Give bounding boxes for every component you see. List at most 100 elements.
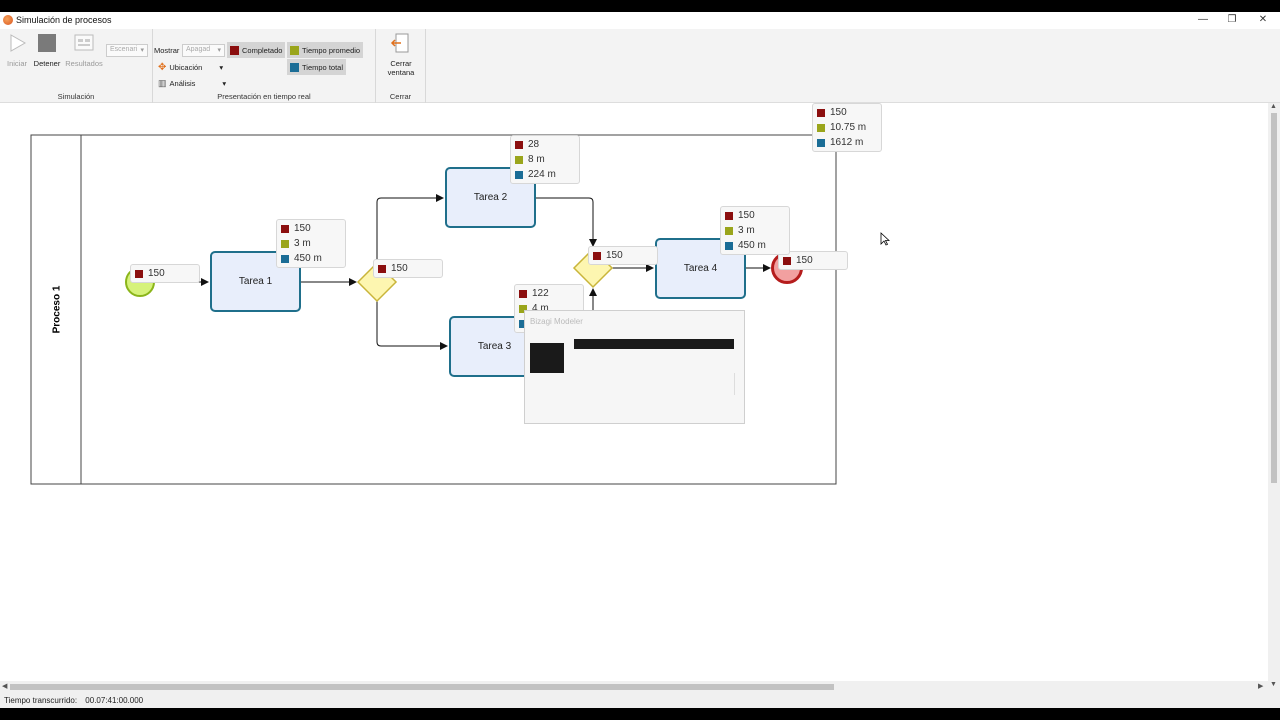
pool-label-text: Proceso 1 <box>51 285 62 333</box>
stat-process: 150 10.75 m 1612 m <box>812 103 882 152</box>
close-window-button[interactable]: ✕ <box>1258 14 1268 25</box>
window-title: Simulación de procesos <box>16 15 112 25</box>
stat-value: 150 <box>391 263 408 274</box>
restore-button[interactable]: ❐ <box>1227 14 1237 25</box>
stat-value: 150 <box>148 268 165 279</box>
stat-value: 3 m <box>294 238 311 249</box>
pool-label: Proceso 1 <box>33 135 80 483</box>
bizagi-tooltip: Bizagi Modeler <box>524 310 745 424</box>
vertical-scroll-thumb[interactable] <box>1271 113 1277 483</box>
horizontal-scroll-thumb[interactable] <box>10 684 834 690</box>
scroll-up-icon[interactable]: ▲ <box>1270 103 1277 110</box>
chevron-down-icon: ▾ <box>217 47 221 54</box>
avg-time-label: Tiempo promedio <box>302 45 361 55</box>
presentation-group-label: Presentación en tiempo real <box>217 92 311 101</box>
location-label: Ubicación <box>169 63 203 72</box>
stat-value: 10.75 m <box>830 122 867 133</box>
stop-button[interactable]: Detener <box>30 32 64 68</box>
completed-swatch <box>378 264 386 273</box>
avg-time-swatch <box>515 155 523 164</box>
completed-swatch <box>725 211 733 220</box>
completed-label: Completado <box>242 45 283 55</box>
stat-value: 150 <box>796 255 813 266</box>
stop-icon <box>38 34 56 52</box>
show-select[interactable]: Apagad ▾ <box>182 44 225 57</box>
elapsed-time-value: 00.07:41:00.000 <box>85 696 144 705</box>
stat-value: 224 m <box>528 169 556 180</box>
avg-time-swatch <box>290 45 299 55</box>
location-dropdown[interactable]: ✥ Ubicación ▾ <box>158 62 223 73</box>
stat-value: 28 <box>528 139 540 150</box>
tooltip-divider <box>734 373 735 395</box>
total-time-toggle[interactable]: Tiempo total <box>287 59 346 75</box>
vertical-scrollbar[interactable]: ▲ ▼ <box>1268 103 1280 693</box>
start-label: Iniciar <box>6 59 27 68</box>
app-logo-icon <box>3 15 13 25</box>
stat-value: 150 <box>606 250 623 261</box>
close-group: Cerrar ventana Cerrar <box>376 29 426 103</box>
minimize-button[interactable]: — <box>1198 14 1208 25</box>
completed-swatch <box>593 251 601 260</box>
stat-value: 1612 m <box>830 137 864 148</box>
stat-task-4: 150 3 m 450 m <box>720 206 790 255</box>
scenario-value: Escenari <box>110 46 138 53</box>
tooltip-redacted-bar <box>574 339 734 349</box>
show-label: Mostrar <box>154 46 180 55</box>
stat-value: 3 m <box>738 225 755 236</box>
stat-value: 8 m <box>528 154 545 165</box>
stat-task-2: 28 8 m 224 m <box>510 135 580 184</box>
stat-gateway-split: 150 <box>373 259 443 278</box>
analysis-label: Análisis <box>169 79 196 88</box>
avg-time-toggle[interactable]: Tiempo promedio <box>287 42 364 58</box>
analysis-dropdown[interactable]: ▥ Análisis ▾ <box>158 78 226 89</box>
completed-toggle[interactable]: Completado <box>227 42 286 58</box>
completed-swatch <box>135 269 143 278</box>
horizontal-scrollbar[interactable]: ◀ ▶ <box>0 681 1268 693</box>
scroll-down-icon[interactable]: ▼ <box>1270 681 1277 688</box>
caret-down-icon: ▾ <box>222 79 227 88</box>
stat-value: 150 <box>294 223 311 234</box>
avg-time-swatch <box>725 226 733 235</box>
exit-icon <box>390 33 409 53</box>
flow-t2-gw2 <box>536 197 597 247</box>
stat-value: 450 m <box>294 253 322 264</box>
flow-gw1-t2 <box>376 194 444 263</box>
completed-swatch <box>817 108 825 117</box>
results-button[interactable]: Resultados <box>65 32 103 68</box>
elapsed-time-label: Tiempo transcurrido: <box>4 696 78 705</box>
completed-swatch <box>783 256 791 265</box>
scenario-select[interactable]: Escenari▾ <box>106 44 148 57</box>
scroll-right-icon[interactable]: ▶ <box>1258 683 1264 690</box>
stat-value: 150 <box>738 210 755 221</box>
stat-value: 150 <box>830 107 847 118</box>
play-icon <box>10 34 27 52</box>
close-window-ribbon-button[interactable]: Cerrar ventana <box>383 32 419 77</box>
show-value: Apagad <box>186 46 211 53</box>
move-icon: ✥ <box>158 62 167 73</box>
completed-swatch <box>281 224 289 233</box>
pool-border <box>30 134 837 485</box>
total-time-swatch <box>817 138 825 147</box>
scroll-left-icon[interactable]: ◀ <box>2 683 8 690</box>
stat-value: 122 <box>532 288 549 299</box>
completed-swatch <box>515 140 523 149</box>
stat-start: 150 <box>130 264 200 283</box>
simulation-window: Simulación de procesos — ❐ ✕ Iniciar Det… <box>0 12 1280 708</box>
results-icon <box>74 34 94 51</box>
tooltip-title: Bizagi Modeler <box>530 317 583 326</box>
stat-end: 150 <box>778 251 848 270</box>
simulation-group: Iniciar Detener Resultados Escenari▾ Sim… <box>0 29 153 103</box>
diagram-canvas[interactable]: Proceso 1 Tarea 1 Tarea 2 Tarea 3 Tarea … <box>0 103 1268 693</box>
avg-time-swatch <box>817 123 825 132</box>
start-button[interactable]: Iniciar <box>0 32 34 68</box>
simulation-group-label: Simulación <box>57 92 95 101</box>
close-button-line2: ventana <box>387 68 415 77</box>
tooltip-redacted-block <box>530 343 564 373</box>
presentation-group: Mostrar Apagad ▾ ✥ Ubicación ▾ ▥ Análisis… <box>153 29 376 103</box>
avg-time-swatch <box>281 239 289 248</box>
stat-gateway-merge: 150 <box>588 246 658 265</box>
chevron-down-icon: ▾ <box>140 47 144 54</box>
total-time-swatch <box>290 62 299 72</box>
total-time-swatch <box>725 241 733 250</box>
caret-down-icon: ▾ <box>219 63 224 72</box>
